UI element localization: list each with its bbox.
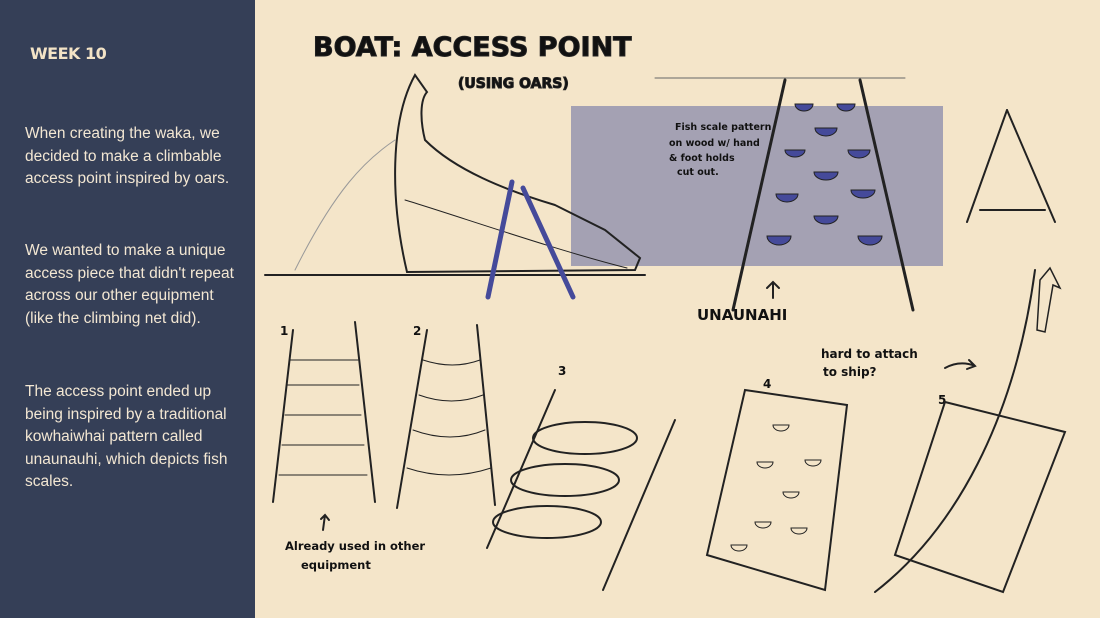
svg-text:cut out.: cut out. (677, 167, 719, 178)
svg-text:4: 4 (763, 377, 771, 391)
svg-text:5: 5 (938, 393, 946, 407)
ring-ladder-option-3 (486, 389, 676, 591)
description-paragraph-2: We wanted to make a unique access piece … (25, 242, 234, 327)
sketch-title: BOAT: ACCESS POINT (313, 32, 632, 63)
hold-board-option-4 (705, 388, 849, 592)
already-used-note: Already used in other equipment (285, 539, 425, 572)
svg-text:2: 2 (413, 324, 421, 338)
svg-text:1: 1 (280, 324, 288, 338)
attach-note: hard to attach to ship? (821, 347, 918, 379)
svg-text:hard to attach: hard to attach (821, 347, 918, 361)
svg-text:Fish scale pattern: Fish scale pattern (675, 122, 772, 133)
svg-text:& foot holds: & foot holds (669, 153, 735, 164)
a-frame-sketch (966, 109, 1056, 223)
svg-text:on wood w/ hand: on wood w/ hand (669, 138, 760, 149)
sketch-canvas: BOAT: ACCESS POINT (USING OARS) Fish sca… (264, 32, 1067, 594)
svg-text:3: 3 (558, 364, 566, 378)
description-paragraph-3: The access point ended up being inspired… (25, 383, 228, 490)
svg-text:Already used in other: Already used in other (285, 539, 425, 553)
arrow-icon (320, 513, 330, 531)
option-numbers: 1 2 3 4 5 (280, 324, 946, 407)
unaunahi-ladder-sketch (654, 77, 915, 312)
description-paragraph-1: When creating the waka, we decided to ma… (25, 125, 230, 187)
svg-text:equipment: equipment (301, 558, 371, 572)
net-option-2 (396, 324, 496, 509)
sketch-subtitle: (USING OARS) (458, 76, 569, 92)
sidebar: WEEK 10 When creating the waka, we decid… (0, 0, 255, 618)
arrow-icon (766, 280, 780, 299)
fish-scale-note: Fish scale pattern on wood w/ hand & foo… (669, 122, 772, 178)
ladder-option-1 (272, 321, 376, 503)
unaunahi-label: UNAUNAHI (697, 306, 787, 324)
arrow-icon (944, 359, 977, 370)
curved-ramp-option-5 (874, 266, 1067, 594)
week-heading: WEEK 10 (30, 44, 107, 63)
boat-sketch (264, 73, 646, 300)
svg-text:to ship?: to ship? (823, 365, 877, 379)
